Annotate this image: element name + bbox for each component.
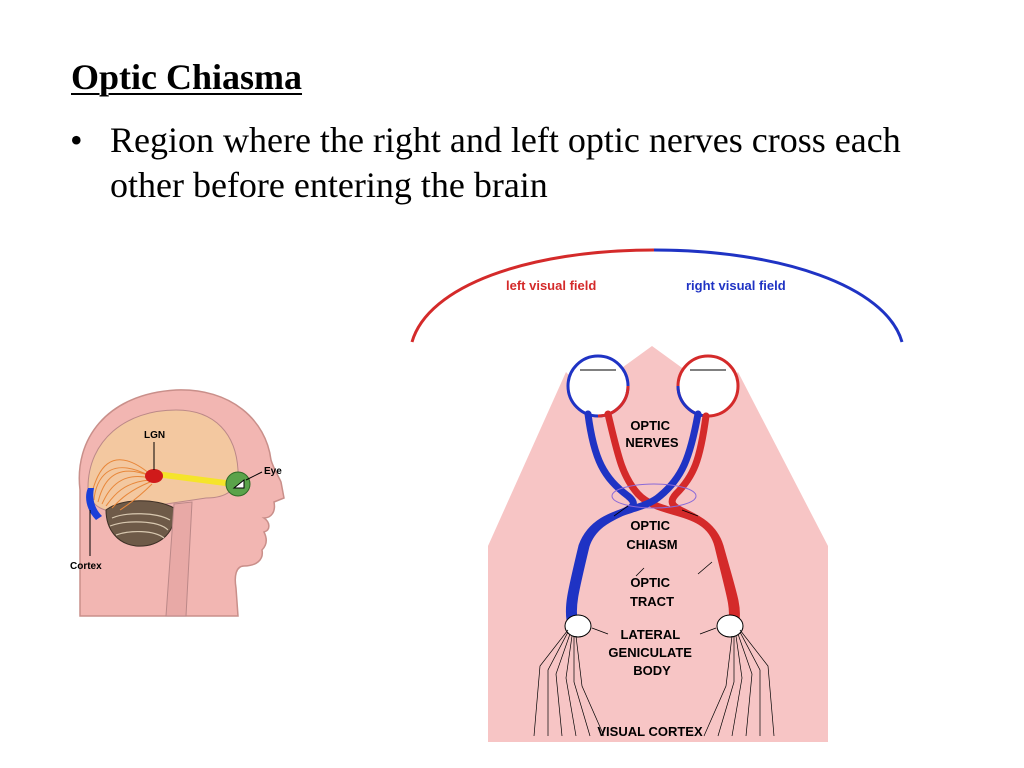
- eye-lens: [232, 478, 245, 489]
- left-visual-field-label: left visual field: [506, 278, 596, 293]
- left-visual-field-arc: [410, 248, 655, 343]
- pathway-blue: [565, 410, 702, 624]
- visual-cortex-label: VISUAL CORTEX: [597, 724, 703, 739]
- chiasm-outline: [611, 483, 697, 509]
- cerebellum-folds: [109, 513, 171, 539]
- lgn-dot: [145, 469, 163, 483]
- left-eye: [566, 354, 630, 418]
- visual-pathway-diagram: left visual field right visual field: [410, 248, 904, 742]
- brain-tissue-background: [488, 346, 828, 742]
- right-visual-field-arc: [653, 248, 904, 343]
- right-eye: [676, 354, 740, 418]
- optic-tract-label: OPTIC TRACT: [630, 575, 674, 609]
- lgn-label: LGN: [144, 430, 165, 441]
- lgb-label: LATERAL GENICULATE BODY: [608, 627, 695, 678]
- head-diagram: LGN Eye Cortex: [70, 389, 285, 617]
- right-lgb: [716, 614, 744, 638]
- optic-radiations: [533, 629, 775, 737]
- right-visual-field-label: right visual field: [686, 278, 786, 293]
- bullet-list: • Region where the right and left optic …: [70, 118, 950, 208]
- optic-nerves-label: OPTIC NERVES: [625, 418, 679, 450]
- bullet-marker: •: [70, 120, 83, 160]
- eye: [225, 471, 251, 497]
- optic-chiasm-label: OPTIC CHIASM: [626, 518, 677, 552]
- bullet-item: • Region where the right and left optic …: [70, 118, 950, 208]
- left-lgb: [564, 614, 592, 638]
- cortex-label: Cortex: [70, 561, 102, 572]
- bullet-text: Region where the right and left optic ne…: [110, 120, 901, 205]
- optic-radiation: [91, 459, 153, 511]
- brainstem: [165, 501, 193, 617]
- pathway-red: [604, 410, 740, 624]
- eye-label: Eye: [264, 466, 282, 477]
- slide-title: Optic Chiasma: [71, 57, 303, 97]
